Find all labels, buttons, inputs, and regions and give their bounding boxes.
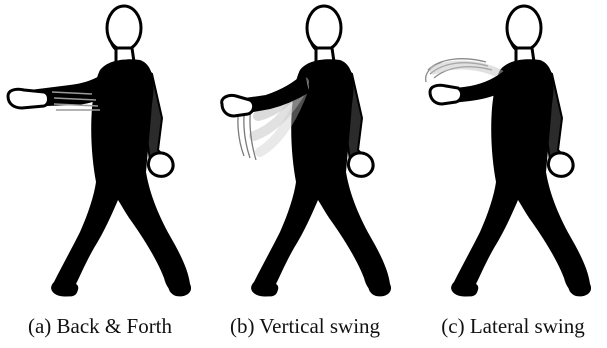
caption-lateral-swing: (c) Lateral swing (441, 314, 585, 338)
caption-back-and-forth: (a) Back & Forth (28, 314, 173, 338)
person-silhouette (451, 6, 591, 297)
person-silhouette (251, 6, 391, 297)
caption-vertical-swing: (b) Vertical swing (230, 314, 381, 338)
panel-lateral-swing (426, 6, 591, 297)
front-hand (430, 85, 462, 104)
person-silhouette (51, 6, 191, 297)
panel-back-and-forth (8, 6, 191, 297)
front-hand (8, 89, 49, 108)
motion-trail-ghost (434, 65, 500, 74)
front-hand (222, 95, 254, 116)
panel-vertical-swing (222, 6, 391, 297)
